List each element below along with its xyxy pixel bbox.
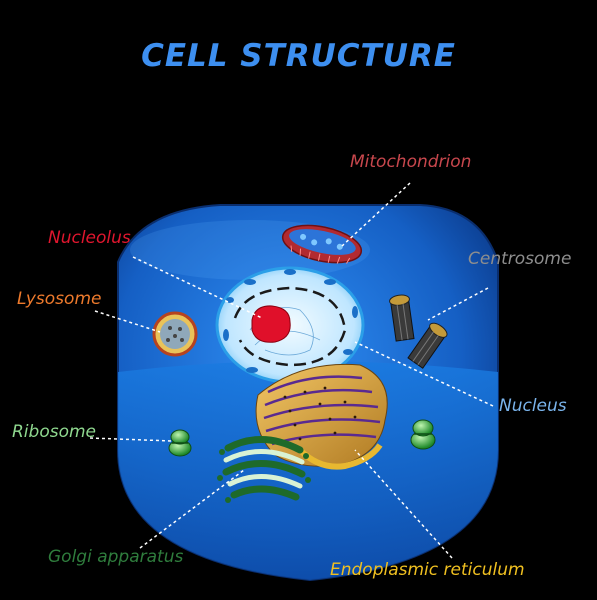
- leader-nucleus: [354, 341, 494, 407]
- nucleus: [215, 266, 365, 384]
- label-mitochondrion: Mitochondrion: [350, 152, 472, 172]
- ribosome-left: [168, 429, 192, 457]
- leader-lines: [89, 182, 494, 559]
- leader-er: [354, 449, 453, 559]
- label-ribosome: Ribosome: [12, 422, 97, 442]
- label-endoplasmic-reticulum: Endoplasmic reticulum: [330, 560, 525, 580]
- leader-lysosome: [94, 310, 161, 333]
- mitochondrion: [281, 224, 363, 264]
- ribosome-right: [410, 419, 436, 450]
- label-nucleus: Nucleus: [499, 396, 567, 416]
- centrosome: [389, 294, 448, 369]
- leader-ribosome: [89, 437, 173, 442]
- page-title: CELL STRUCTURE: [141, 38, 456, 74]
- label-centrosome: Centrosome: [468, 249, 572, 269]
- endoplasmic-reticulum: [255, 363, 388, 470]
- label-nucleolus: Nucleolus: [48, 228, 131, 248]
- golgi-apparatus: [217, 436, 311, 503]
- leader-golgi: [139, 469, 245, 549]
- nucleolus: [251, 305, 291, 343]
- leader-centrosome: [427, 287, 489, 321]
- label-golgi-apparatus: Golgi apparatus: [48, 547, 184, 567]
- label-lysosome: Lysosome: [17, 289, 102, 309]
- lysosome: [152, 311, 198, 357]
